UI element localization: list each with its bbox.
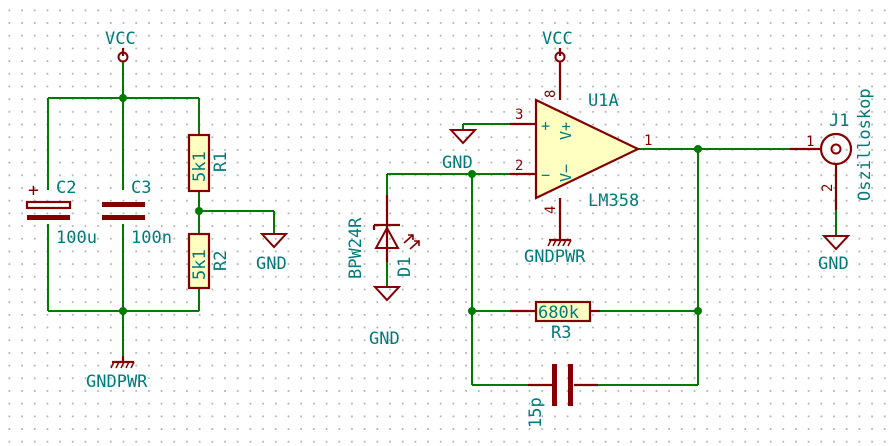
resistor-r2[interactable]: 5k1 R2 bbox=[187, 232, 231, 290]
junction bbox=[119, 307, 127, 315]
r1-ref: R1 bbox=[211, 152, 231, 172]
r3-ref: R3 bbox=[551, 323, 571, 343]
junction bbox=[195, 207, 203, 215]
gndpwr-label-left: GNDPWR bbox=[86, 372, 148, 392]
pin-8: 8 bbox=[543, 90, 559, 98]
gndpwr-symbol-left[interactable]: GNDPWR bbox=[86, 356, 148, 392]
j1-value: Oszilloskop bbox=[855, 88, 875, 201]
gnd-label-opamp-input: GND bbox=[442, 153, 473, 173]
resistor-r3[interactable]: 680k R3 bbox=[510, 300, 600, 343]
cfb-value: 15p bbox=[526, 397, 546, 428]
pin-4: 4 bbox=[543, 206, 559, 214]
gnd-label-diode: GND bbox=[369, 329, 400, 349]
capacitor-c3[interactable]: C3 100n bbox=[102, 178, 172, 248]
j1-pin-2: 2 bbox=[820, 184, 836, 192]
junction bbox=[694, 307, 702, 315]
d1-value: BPW24R bbox=[346, 217, 366, 279]
minus-sign: − bbox=[541, 166, 550, 184]
j1-pin-1: 1 bbox=[806, 134, 814, 150]
plus-sign: + bbox=[541, 117, 550, 135]
wires-opamp bbox=[386, 123, 790, 386]
c2-value: 100u bbox=[56, 228, 97, 248]
r1-value: 5k1 bbox=[190, 151, 210, 182]
vplus-label: V+ bbox=[557, 122, 575, 140]
vcc-label-left: VCC bbox=[105, 29, 136, 49]
gnd-symbol-diode[interactable]: GND bbox=[369, 286, 402, 349]
polarity-plus: + bbox=[28, 180, 39, 201]
r2-value: 5k1 bbox=[190, 249, 210, 280]
c3-ref: C3 bbox=[131, 178, 151, 198]
r3-value: 680k bbox=[538, 303, 579, 323]
gnd-symbol-connector[interactable]: GND bbox=[818, 210, 851, 274]
d1-ref: D1 bbox=[395, 257, 415, 277]
gnd-label-connector: GND bbox=[818, 254, 849, 274]
vminus-label: V− bbox=[557, 164, 575, 182]
junction bbox=[468, 170, 476, 178]
c2-ref: C2 bbox=[56, 178, 76, 198]
u1-ref: U1A bbox=[588, 91, 619, 111]
junction bbox=[694, 145, 702, 153]
opamp-u1a[interactable]: 3 2 1 8 4 + − V+ V− U1A LM358 bbox=[510, 62, 652, 236]
gndpwr-label-opamp: GNDPWR bbox=[524, 247, 586, 267]
gnd-label-divider: GND bbox=[256, 254, 287, 274]
junction bbox=[468, 307, 476, 315]
photodiode-d1[interactable]: BPW24R D1 bbox=[346, 195, 420, 279]
j1-ref: J1 bbox=[829, 111, 849, 131]
pin-3: 3 bbox=[515, 107, 523, 123]
vcc-symbol-opamp[interactable]: VCC bbox=[542, 29, 573, 63]
c3-value: 100n bbox=[131, 228, 172, 248]
resistor-r1[interactable]: 5k1 R1 bbox=[187, 133, 231, 193]
gnd-symbol-opamp-input[interactable]: GND bbox=[442, 129, 478, 173]
capacitor-feedback[interactable]: 15p bbox=[526, 364, 598, 428]
connector-j1[interactable]: 1 2 J1 Oszilloskop bbox=[790, 88, 875, 210]
u1-value: LM358 bbox=[588, 191, 639, 211]
gnd-symbol-divider[interactable]: GND bbox=[256, 233, 289, 274]
pin-2: 2 bbox=[515, 158, 523, 174]
vcc-label-opamp: VCC bbox=[542, 29, 573, 49]
wires-left bbox=[47, 62, 275, 358]
junction bbox=[119, 94, 127, 102]
pin-1: 1 bbox=[644, 133, 652, 149]
r2-ref: R2 bbox=[211, 251, 231, 271]
capacitor-c2[interactable]: + C2 100u bbox=[25, 178, 97, 248]
vcc-symbol-left[interactable]: VCC bbox=[105, 29, 136, 63]
gndpwr-symbol-opamp[interactable]: GNDPWR bbox=[524, 236, 586, 267]
